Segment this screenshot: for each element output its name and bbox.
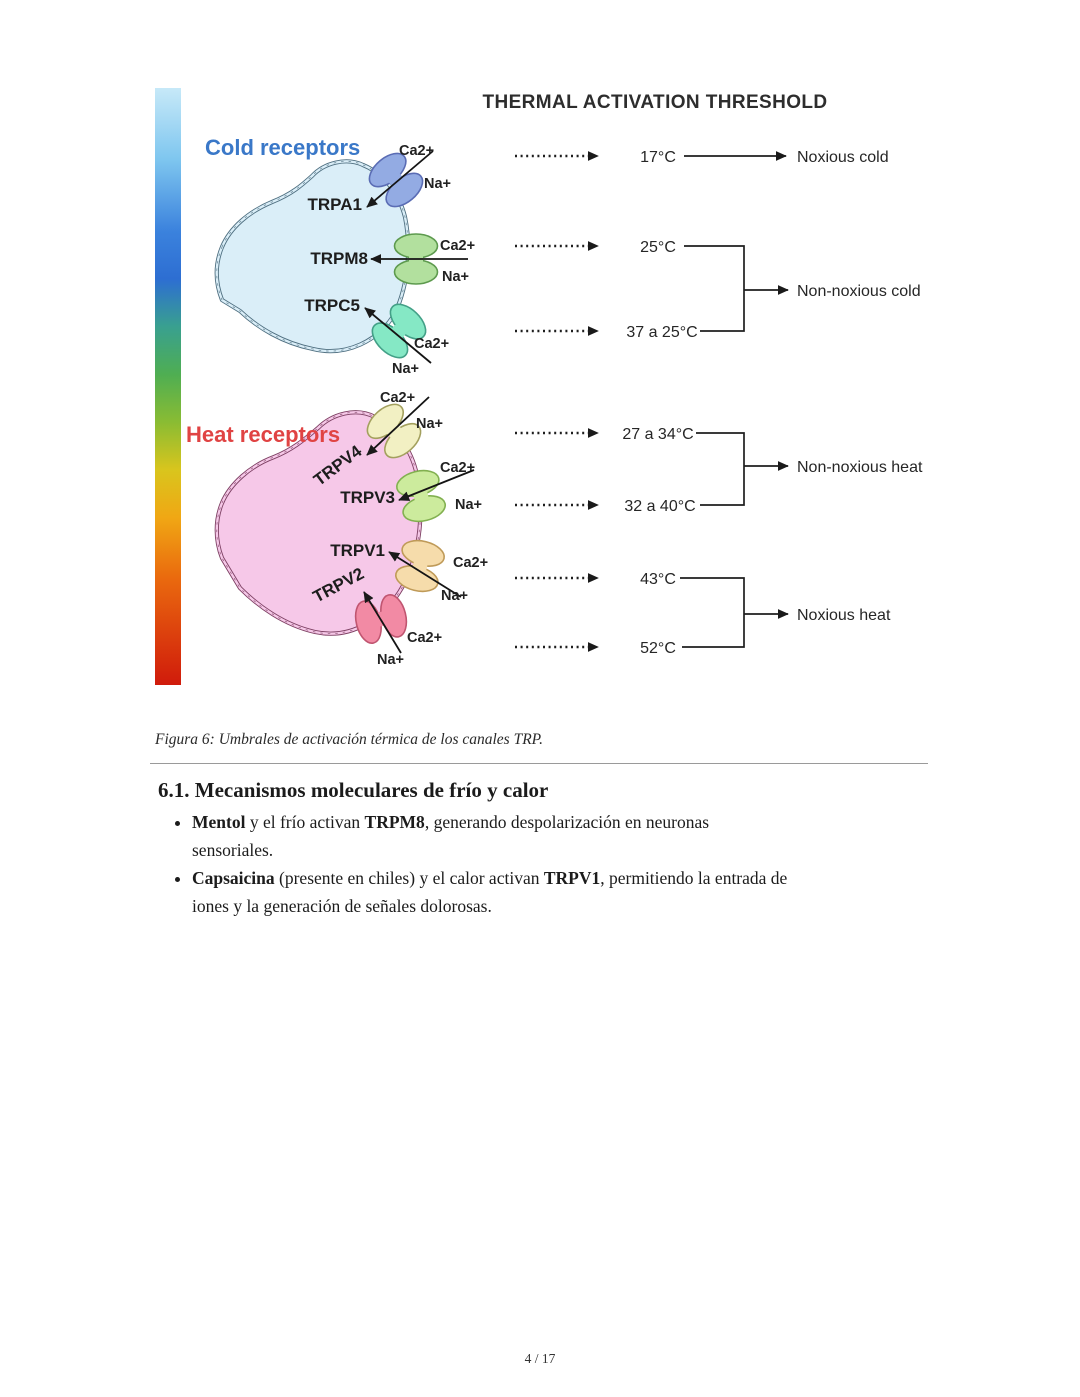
figure-trp-thresholds: THERMAL ACTIVATION THRESHOLD Cold recept… [155,88,923,685]
text-segment: y el frío activan [245,812,365,832]
trpm8-label: TRPM8 [310,249,368,268]
text-segment: , generando despolarización en neuronas [424,812,710,832]
ion-flow-arrows [363,150,475,654]
figure-caption: Figura 6: Umbrales de activación térmica… [155,731,544,748]
na-label: Na+ [441,588,468,604]
trpv2-channel [354,593,408,645]
trpv3-channel [395,469,447,523]
trpc5-ion-arrow [364,307,432,364]
trpv4-ion-arrow [366,396,430,456]
ca-label: Ca2+ [380,390,415,406]
trpv2-ion-arrow [363,591,402,654]
text-segment: , permitiendo la entrada de [600,868,788,888]
ca-label: Ca2+ [453,555,488,571]
na-label: Na+ [416,416,443,432]
na-label: Na+ [392,361,419,377]
section-divider [150,763,928,764]
ca-label: Ca2+ [440,238,475,254]
ca-label: Ca2+ [407,630,442,646]
noxious-heat-bracket [680,577,745,648]
cold-receptors-label: Cold receptors [205,135,360,160]
trpv3-ion-arrow [398,469,475,501]
temp-43c: 43°C [640,571,676,588]
page-number: 4 / 17 [524,1351,556,1366]
na-label: Na+ [377,652,404,668]
temperature-gradient-bar [155,88,181,685]
trpv1-label: TRPV1 [330,541,385,560]
non-noxious-cold-bracket [684,245,745,332]
text-segment: sensoriales. [192,840,274,860]
temp-25c: 25°C [640,239,676,256]
text-segment: (presente en chiles) y el calor activan [274,868,544,888]
temp-52c: 52°C [640,640,676,657]
ca-label: Ca2+ [414,336,449,352]
temp-37-25c: 37 a 25°C [626,324,697,341]
trp-diagram: THERMAL ACTIVATION THRESHOLD Cold recept… [155,88,923,685]
outcome-connectors [680,151,789,648]
bold-term: Mentol [192,812,246,832]
trpv3-label: TRPV3 [340,488,395,507]
ca-label: Ca2+ [440,460,475,476]
bold-term: TRPM8 [364,812,425,832]
list-item: Mentol y el frío activan TRPM8, generand… [192,808,954,864]
trpa1-ion-arrow [366,150,434,208]
bullet-list: Mentol y el frío activan TRPM8, generand… [158,808,954,920]
bold-term: Capsaicina [192,868,275,888]
trpv1-channel [394,539,446,593]
outcome-non-noxious-cold: Non-noxious cold [797,283,921,300]
trpc5-label: TRPC5 [304,296,360,315]
threshold-dotted-arrows [515,151,599,652]
ion-labels: Ca2+ Na+ Ca2+ Na+ Ca2+ Na+ Ca2+ Na+ Ca2+… [377,143,488,668]
na-label: Na+ [442,269,469,285]
trpc5-channel [371,303,427,359]
list-item: Capsaicina (presente en chiles) y el cal… [192,864,954,920]
ca-label: Ca2+ [399,143,434,159]
trpv1-ion-arrow [388,551,462,598]
outcome-non-noxious-heat: Non-noxious heat [797,459,923,476]
figure-title: THERMAL ACTIVATION THRESHOLD [482,92,827,113]
bold-term: TRPV1 [543,868,601,888]
non-noxious-heat-bracket [696,432,745,506]
section-heading: 6.1. Mecanismos moleculares de frío y ca… [158,778,549,802]
temp-17c: 17°C [640,149,676,166]
na-label: Na+ [455,497,482,513]
outcome-noxious-heat: Noxious heat [797,607,891,624]
text-segment: iones y la generación de señales doloros… [192,896,492,916]
heat-receptors-label: Heat receptors [186,422,340,447]
temp-32-40c: 32 a 40°C [624,498,695,515]
na-label: Na+ [424,176,451,192]
trpa1-label: TRPA1 [308,195,362,214]
temp-27-34c: 27 a 34°C [622,426,693,443]
outcome-noxious-cold: Noxious cold [797,149,889,166]
